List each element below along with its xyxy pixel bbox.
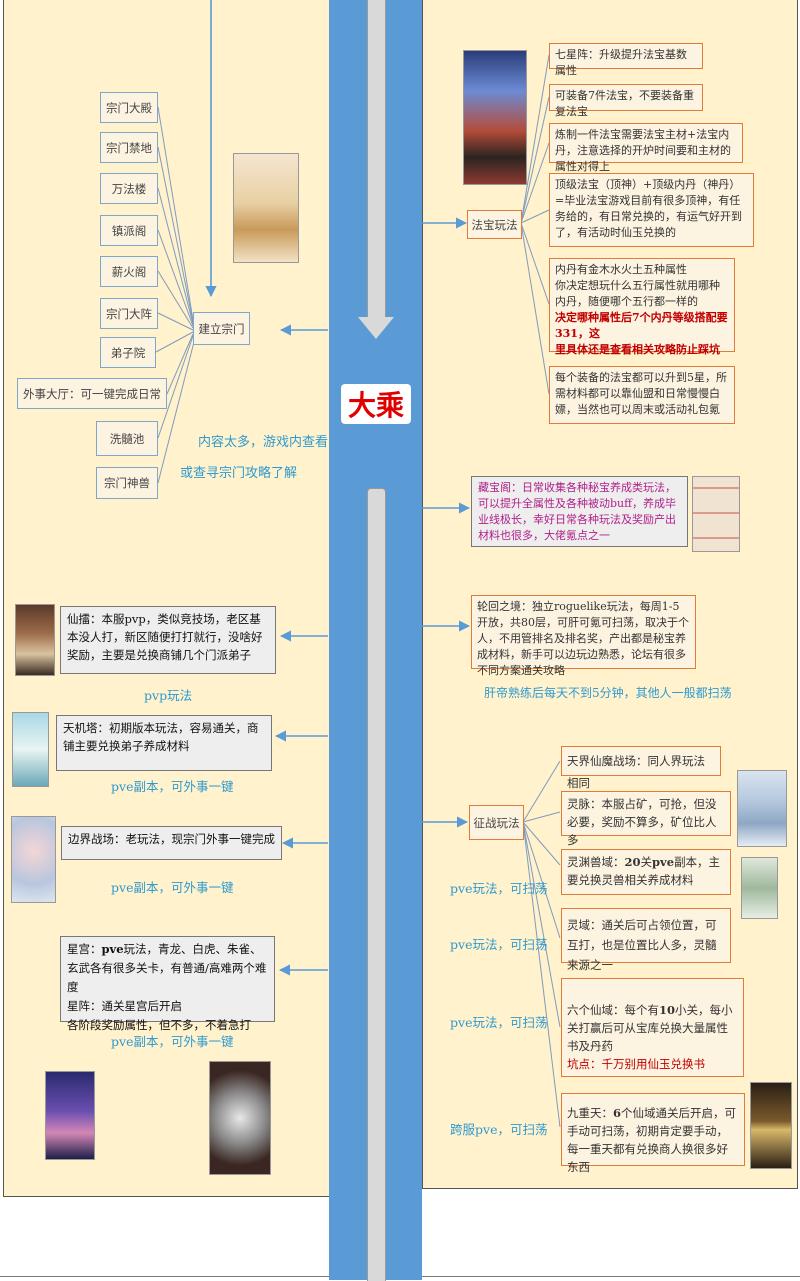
spine-arrow-head <box>358 317 394 339</box>
war-screenshot-vein <box>737 770 787 847</box>
arena-box: 仙擂：本服pvp，类似竞技场，老区基本没人打，新区随便打打就行，没啥好奖励，主要… <box>60 606 276 674</box>
border-screenshot <box>11 816 56 903</box>
nine-heavens-c: 个仙域通关后开启，可手动可扫荡，初期肯定要手动，每一重天都有兑换商人换很多好东西 <box>567 1106 737 1174</box>
border-box: 边界战场：老玩法，现宗门外事一键完成 <box>61 826 282 860</box>
nine-heavens-a: 九重天： <box>567 1106 613 1120</box>
war-hub: 征战玩法 <box>469 805 524 840</box>
nine-heavens-b: 6 <box>613 1106 622 1120</box>
war-item-beast-domain: 灵渊兽域：20关pve副本，主要兑换灵兽相关养成材料 <box>561 849 731 895</box>
core-red-line1: 决定哪种属性后7个内丹等级搭配要331，这 <box>555 311 728 340</box>
sect-affairs-hall: 外事大厅：可一键完成日常 <box>17 378 167 409</box>
star-box: 星宫：pve玩法，青龙、白虎、朱雀、玄武各有很多关卡，有普通/高难两个难度 星阵… <box>60 936 275 1032</box>
star-line1-a: 星宫： <box>67 942 102 956</box>
sect-hub: 建立宗门 <box>193 312 250 345</box>
war-tag-nine-heavens: 跨服pve，可扫荡 <box>450 1122 548 1137</box>
beast-domain-c: 关 <box>640 855 653 869</box>
realm-label: 大乘 <box>341 384 411 424</box>
war-tag-spirit-domain: pve玩法，可扫荡 <box>450 937 548 952</box>
tower-screenshot <box>12 712 49 787</box>
war-screenshot-beast <box>741 857 778 919</box>
sect-building-main-hall: 宗门大殿 <box>100 92 158 123</box>
core-line1: 内丹有金木水火土五种属性 <box>555 263 687 276</box>
six-realms-a: 六个仙域：每个有 <box>567 1003 659 1017</box>
sect-building-wanfa-tower: 万法楼 <box>100 173 158 204</box>
war-tag-six-realms: pve玩法，可扫荡 <box>450 1015 548 1030</box>
sect-building-disciple-court: 弟子院 <box>100 337 156 368</box>
sect-building-great-array: 宗门大阵 <box>100 298 158 329</box>
treasure-item-seven-star: 七星阵：升级提升法宝基数属性 <box>549 43 703 77</box>
six-realms-c: 小关，每小关打赢后可从宝库兑换大量属性书及丹药 <box>567 1003 733 1053</box>
beast-domain-b: 20 <box>624 855 641 869</box>
war-item-immortal-battlefield: 天界仙魔战场：同人界玩法相同 <box>561 746 721 790</box>
beast-domain-d: pve <box>652 855 675 869</box>
border-caption: pve副本，可外事一键 <box>111 880 234 895</box>
sect-note-line1: 内容太多，游戏内查看 <box>198 435 329 450</box>
sect-note-line2: 或查寻宗门攻略了解 <box>180 466 298 481</box>
cycle-note: 肝帝熟练后每天不到5分钟，其他人一般都扫荡 <box>484 686 732 700</box>
six-realms-warning: 坑点：千万别用仙玉兑换书 <box>567 1057 705 1071</box>
war-item-spirit-domain: 灵域：通关后可占领位置，可互打，也是位置比人多，灵髓来源之一 <box>561 908 731 972</box>
war-tag-beast-domain: pve玩法，可扫荡 <box>450 881 548 896</box>
star-line1-b: pve <box>101 942 124 956</box>
arena-caption: pvp玩法 <box>144 688 193 703</box>
treasure-item-equip-limit: 可装备7件法宝，不要装备重复法宝 <box>549 84 703 118</box>
treasure-hub: 法宝玩法 <box>467 210 522 239</box>
vault-screenshot <box>692 476 740 552</box>
sect-marrow-pool: 洗髓池 <box>96 421 158 456</box>
war-screenshot-heavens <box>750 1082 792 1169</box>
war-item-six-realms: 六个仙域：每个有10小关，每小关打赢后可从宝库兑换大量属性书及丹药 坑点：千万别… <box>561 978 744 1077</box>
vault-box: 藏宝阁：日常收集各种秘宝养成类玩法，可以提升全属性及各种被动buff，养成毕业线… <box>471 476 688 547</box>
treasure-item-upgrade: 每个装备的法宝都可以升到5星，所需材料都可以靠仙盟和日常慢慢白嫖，当然也可以周末… <box>549 366 735 424</box>
star-line1-c: 玩法，青龙、白虎、朱雀、玄武各有很多关卡，有普通/高难两个难度 <box>67 942 267 994</box>
six-realms-b: 10 <box>659 1003 676 1017</box>
tower-box: 天机塔：初期版本玩法，容易通关，商铺主要兑换弟子养成材料 <box>56 715 272 771</box>
war-item-nine-heavens: 九重天：6个仙域通关后开启，可手动可扫荡，初期肯定要手动，每一重天都有兑换商人换… <box>561 1093 745 1174</box>
spine-column-top <box>367 0 386 318</box>
war-item-spirit-vein: 灵脉：本服占矿，可抢，但没必要，奖励不算多，矿位比人多 <box>561 791 731 847</box>
spine-column-bottom <box>367 488 386 1281</box>
sect-divine-beast: 宗门神兽 <box>96 467 158 499</box>
star-screenshot-a <box>45 1071 95 1160</box>
beast-domain-e: 副本，主要兑换灵兽相关养成材料 <box>567 855 721 887</box>
beast-domain-a: 灵渊兽域： <box>567 855 625 869</box>
treasure-item-refine: 炼制一件法宝需要法宝主材+法宝内丹，注意选择的开炉时间要和主材的属性对得上 <box>549 123 743 173</box>
treasure-core-box: 内丹有金木水火土五种属性 你决定想玩什么五行属性就用哪种内丹，随便哪个五行都一样… <box>549 258 735 356</box>
core-line2: 你决定想玩什么五行属性就用哪种内丹，随便哪个五行都一样的 <box>555 279 720 308</box>
core-red-line2: 里具体还是查看相关攻略防止踩坑 <box>555 343 720 356</box>
star-line3: 各阶段奖励属性，但不多，不着急打 <box>67 1018 251 1032</box>
star-caption: pve副本，可外事一键 <box>111 1034 234 1049</box>
sect-screenshot <box>233 153 299 263</box>
sect-building-forbidden-area: 宗门禁地 <box>100 132 158 163</box>
star-screenshot-b <box>209 1061 271 1175</box>
cycle-box: 轮回之境：独立roguelike玩法，每周1-5开放，共80层，可肝可氪可扫荡，… <box>471 595 696 677</box>
star-line2: 星阵：通关星宫后开启 <box>67 999 182 1013</box>
treasure-item-top-tier: 顶级法宝（顶神）+顶级内丹（神丹）=毕业法宝游戏目前有很多顶神，有任务给的，有日… <box>549 173 754 247</box>
tower-caption: pve副本，可外事一键 <box>111 779 234 794</box>
sect-building-xinhuo-pavilion: 薪火阁 <box>100 256 158 287</box>
treasure-screenshot <box>463 50 527 185</box>
sect-building-zhenpai-pavilion: 镇派阁 <box>100 215 158 246</box>
arena-screenshot <box>15 604 55 676</box>
